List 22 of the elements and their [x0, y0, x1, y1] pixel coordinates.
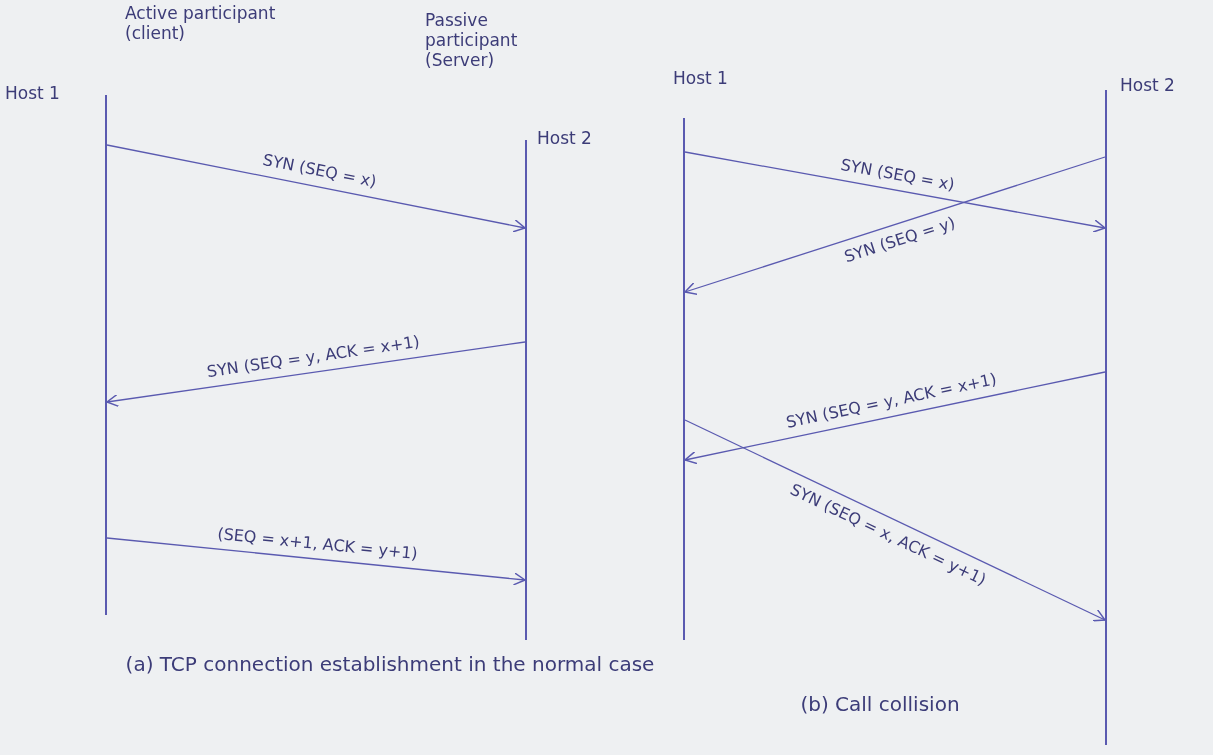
lifeline-label: Host 1	[5, 83, 61, 103]
arrow	[106, 144, 526, 233]
arrow	[684, 371, 1106, 465]
edge-label: SYN (SEQ = y)	[842, 213, 958, 267]
lifeline-label: Host 1	[673, 68, 729, 88]
edge-label: SYN (SEQ = y, ACK = x+1)	[784, 369, 999, 432]
heading-text: Passive participant (Server)	[425, 10, 519, 70]
edge-label: SYN (SEQ = x)	[260, 150, 378, 192]
caption: (a) TCP connection establishment in the normal case	[124, 651, 656, 678]
arrow	[106, 537, 526, 586]
lifeline-label: Host 2	[1120, 75, 1176, 95]
edge-label: (SEQ = x+1, ACK = y+1)	[216, 523, 419, 563]
arrow	[684, 151, 1106, 233]
edge-label: SYN (SEQ = x, ACK = y+1)	[786, 479, 989, 590]
caption: (b) Call collision	[799, 691, 961, 718]
arrow	[684, 156, 1106, 296]
edge-label: SYN (SEQ = x)	[839, 154, 957, 194]
edge-label: SYN (SEQ = y, ACK = x+1)	[205, 331, 421, 381]
arrow	[106, 341, 526, 408]
heading-text: Active participant (client)	[125, 3, 277, 43]
arrow	[684, 419, 1106, 622]
lifeline-label: Host 2	[537, 128, 593, 148]
